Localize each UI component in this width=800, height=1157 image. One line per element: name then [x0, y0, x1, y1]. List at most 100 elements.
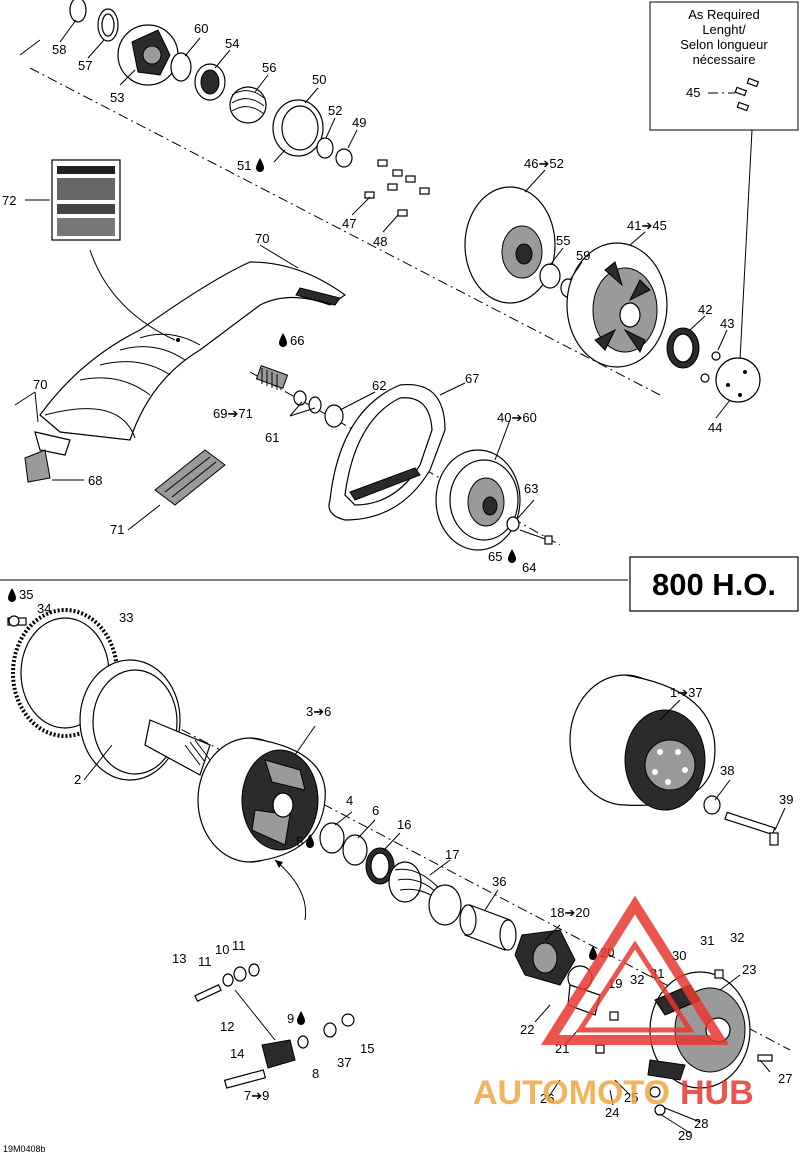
callout-43: 43 — [720, 316, 734, 331]
callout-72: 72 — [2, 193, 16, 208]
lever-assembly — [194, 859, 355, 1089]
callout-11-b: 11 — [232, 938, 246, 953]
callout-labels: 58 57 53 60 54 56 50 52 49 51 72 47 48 4… — [2, 21, 793, 1143]
callout-23: 23 — [742, 962, 756, 977]
spring-66 — [255, 364, 344, 428]
callout-14: 14 — [230, 1046, 244, 1061]
callout-44: 44 — [708, 420, 722, 435]
callout-70-left: 70 — [33, 377, 47, 392]
callout-18-20: 18➔20 — [550, 905, 590, 920]
callout-41-45: 41➔45 — [627, 218, 667, 233]
callout-30: 30 — [672, 948, 686, 963]
callout-52: 52 — [328, 103, 342, 118]
watermark-text-2: HUB — [680, 1074, 754, 1112]
fixed-sheave-2 — [79, 659, 211, 781]
callout-1-37: 1➔37 — [670, 685, 703, 700]
model-badge: 800 H.O. — [629, 556, 799, 612]
callout-57: 57 — [78, 58, 92, 73]
callout-4: 4 — [346, 793, 353, 808]
callout-28: 28 — [694, 1116, 708, 1131]
spring-17 — [388, 861, 462, 926]
callout-15: 15 — [360, 1041, 374, 1056]
callout-70-top: 70 — [255, 231, 269, 246]
callout-65: 65 — [488, 549, 502, 564]
screws-47-48 — [364, 159, 430, 217]
callout-2: 2 — [74, 772, 81, 787]
watermark-text-1: AUTOMOTO — [473, 1074, 670, 1112]
callout-11-a: 11 — [198, 954, 212, 969]
belt-guard — [34, 249, 347, 456]
callout-64: 64 — [522, 560, 536, 575]
callout-69-71: 69➔71 — [213, 406, 253, 421]
callout-56: 56 — [262, 60, 276, 75]
callout-71: 71 — [110, 522, 124, 537]
callout-32-b: 32 — [630, 972, 644, 987]
callout-60: 60 — [194, 21, 208, 36]
driven-pulley-40-60 — [435, 449, 553, 551]
drop-icon — [256, 158, 264, 172]
drop-icon — [279, 333, 287, 347]
callout-31-a: 31 — [700, 933, 714, 948]
drive-belt-67 — [328, 383, 446, 521]
callout-39: 39 — [779, 792, 793, 807]
callout-5: 5 — [296, 834, 303, 849]
callout-34: 34 — [37, 601, 51, 616]
note-line-3: Selon longueur — [680, 37, 768, 52]
bracket-68 — [24, 449, 84, 483]
callout-59: 59 — [576, 248, 590, 263]
callout-62: 62 — [372, 378, 386, 393]
assembly-axis-top — [29, 67, 661, 396]
callout-63: 63 — [524, 481, 538, 496]
callout-40-60: 40➔60 — [497, 410, 537, 425]
callout-12: 12 — [220, 1019, 234, 1034]
model-badge-text: 800 H.O. — [652, 567, 776, 602]
callout-7-9: 7➔9 — [244, 1088, 269, 1103]
callout-16: 16 — [397, 817, 411, 832]
drive-clutch-1-37 — [569, 674, 779, 846]
drawing-code: 19M0408b — [3, 1144, 46, 1154]
note-line-2: Lenght/ — [702, 22, 746, 37]
callout-37-b: 37 — [337, 1055, 351, 1070]
callout-17: 17 — [445, 847, 459, 862]
callout-55: 55 — [556, 233, 570, 248]
watermark-logo: AUTOMOTO HUB — [473, 895, 754, 1112]
note-box: As Required Lenght/ Selon longueur néces… — [649, 1, 799, 361]
callout-48: 48 — [373, 234, 387, 249]
callout-9: 9 — [287, 1011, 294, 1026]
callout-13: 13 — [172, 951, 186, 966]
callout-35: 35 — [19, 587, 33, 602]
movable-sheave-3-6 — [197, 737, 326, 863]
callout-29: 29 — [678, 1128, 692, 1143]
callout-32-a: 32 — [730, 930, 744, 945]
callout-10: 10 — [215, 942, 229, 957]
drop-icon — [508, 549, 516, 563]
callout-42: 42 — [698, 302, 712, 317]
callout-54: 54 — [225, 36, 239, 51]
callout-36: 36 — [492, 874, 506, 889]
callout-53: 53 — [110, 90, 124, 105]
callout-47: 47 — [342, 216, 356, 231]
drop-icon — [8, 588, 16, 602]
callout-3-6: 3➔6 — [306, 704, 331, 719]
washers-4-6-16 — [319, 822, 395, 885]
drop-icon — [306, 834, 314, 848]
clutch-top-parts — [69, 0, 353, 168]
callout-24: 24 — [605, 1105, 619, 1120]
note-line-4: nécessaire — [693, 52, 756, 67]
callout-66: 66 — [290, 333, 304, 348]
leader-lines-top — [14, 19, 731, 519]
callout-67: 67 — [465, 371, 479, 386]
callout-8: 8 — [312, 1066, 319, 1081]
callout-51: 51 — [237, 158, 251, 173]
driven-pulley-upper — [464, 186, 576, 304]
callout-27: 27 — [778, 1071, 792, 1086]
drop-icon — [297, 1011, 305, 1025]
callout-61: 61 — [265, 430, 279, 445]
decal-71 — [127, 449, 226, 531]
drop-icon — [589, 946, 597, 960]
callout-33: 33 — [119, 610, 133, 625]
callout-25: 25 — [624, 1090, 638, 1105]
bushing-36 — [459, 904, 517, 951]
callout-46-52: 46➔52 — [524, 156, 564, 171]
